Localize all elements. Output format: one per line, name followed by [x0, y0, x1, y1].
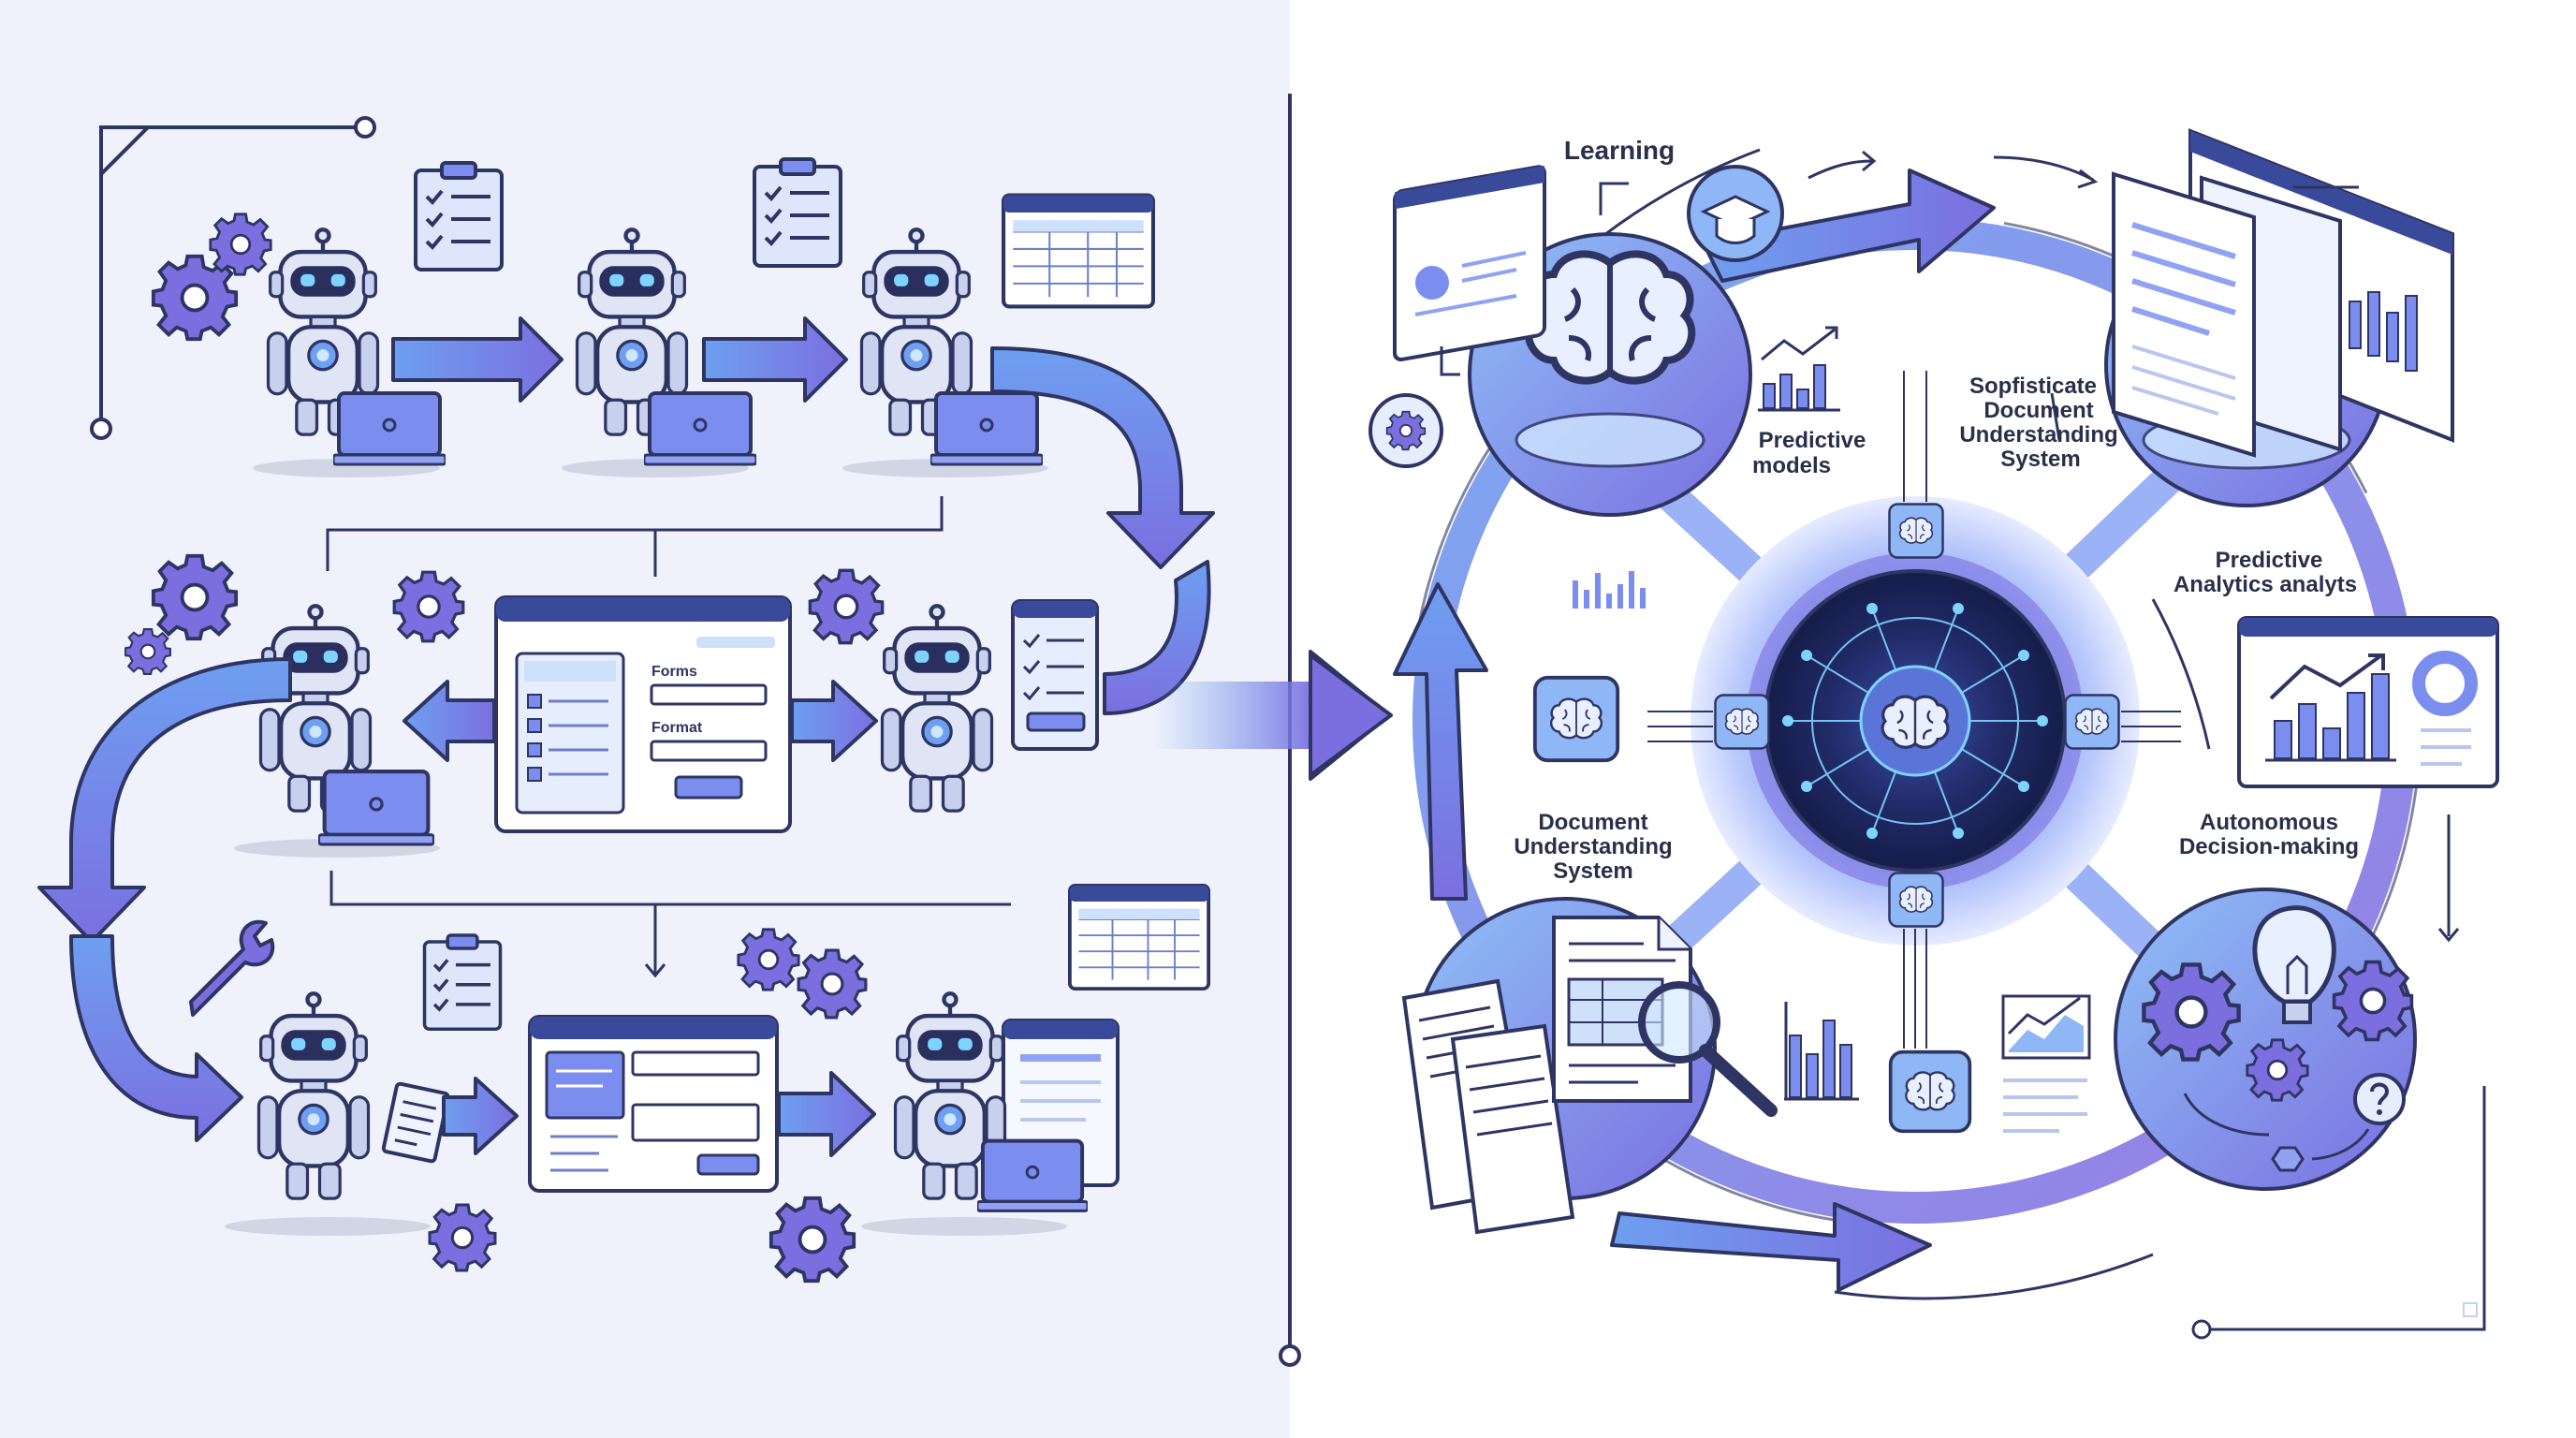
clipboard-icon [422, 933, 503, 1032]
gear-icon [151, 553, 239, 641]
magnifier-icon [1638, 981, 1720, 1064]
clipboard-icon [754, 159, 841, 266]
laptop-icon [333, 391, 446, 466]
row-3-robots [189, 884, 1211, 1284]
brain-chip-icon [2065, 695, 2118, 748]
gear-icon [1385, 410, 1427, 451]
decision-making-node [2114, 888, 2417, 1191]
wrench-icon [189, 919, 275, 1017]
label-sophisticated-dus: Understanding [1959, 422, 2117, 448]
right-panel: Learning Predictive models [1368, 128, 2499, 1340]
gear-icon [209, 213, 272, 276]
curve-arrow-tail [1103, 560, 1211, 715]
brain-icon [1529, 254, 1692, 380]
brain-chip-icon [1889, 873, 1942, 926]
forms-field [650, 683, 768, 706]
label-document-understanding: System [1553, 858, 1632, 884]
label-document-understanding: Understanding [1514, 834, 1672, 859]
label-autonomous-decision: Autonomous [2200, 810, 2338, 835]
divider-end-dot [1279, 1344, 1301, 1367]
arrow-right [391, 316, 564, 403]
gear-icon [2246, 1038, 2309, 1102]
forms-label: Forms [651, 664, 697, 680]
document-system-node [2050, 128, 2454, 507]
gear-icon [2332, 960, 2414, 1042]
growth-chart-icon [1758, 326, 1840, 412]
label-predictive-models: Predictive [1759, 428, 1866, 453]
gear-icon [768, 1196, 856, 1284]
corner-bracket [99, 125, 359, 421]
gear-icon [124, 628, 171, 675]
circuit-chip-icon [1715, 695, 1768, 748]
neural-network-lines [1788, 608, 2042, 834]
learning-node [1368, 165, 1784, 517]
label-predictive-models: models [1752, 453, 1831, 478]
brain-chip-icon [1891, 1052, 1970, 1132]
question-icon [2353, 1073, 2406, 1125]
laptop-icon [319, 771, 434, 844]
arrow-right [777, 1071, 876, 1157]
arrow-right [790, 680, 878, 762]
clipboard-icon [416, 163, 502, 270]
data-entry-window [528, 1015, 779, 1193]
brain-chip-icon [1889, 504, 1942, 557]
spreadsheet-icon [1003, 196, 1153, 307]
label-predictive-analytics: Predictive [2216, 548, 2323, 573]
curve-arrow-down [990, 346, 1215, 569]
label-learning: Learning [1564, 136, 1675, 165]
arrow-left [402, 680, 496, 762]
document-understanding-node [1401, 897, 1778, 1235]
format-field [650, 740, 768, 762]
brain-icon [1881, 695, 1950, 749]
arrow-right [442, 1077, 519, 1155]
mini-bars-chart [1573, 571, 1646, 609]
curve-arrow-right [69, 934, 243, 1142]
cycle-arrow-bottom [1610, 1202, 1932, 1292]
left-panel: Forms Format [37, 116, 1215, 1284]
label-sophisticated-dus: System [2000, 447, 2080, 472]
transition-arrow-body [1151, 682, 1320, 749]
trend-chart-icon [2001, 994, 2091, 1133]
row-2-robots: Forms Format [124, 553, 1099, 858]
gear-icon [2144, 964, 2238, 1059]
lightbulb-icon [2252, 905, 2336, 1005]
label-autonomous-decision: Decision-making [2179, 834, 2359, 859]
cycle-arrow-top [1702, 169, 1996, 283]
gear-icon [808, 568, 885, 645]
laptop-icon [930, 391, 1043, 466]
format-label: Format [651, 720, 703, 736]
curve-arrow-down [37, 657, 292, 944]
label-document-understanding: Document [1538, 810, 1647, 835]
gear-icon [428, 1203, 497, 1272]
mini-bar-chart [1784, 1002, 1859, 1101]
analytics-dashboard [2237, 616, 2499, 788]
submit-button [674, 775, 743, 800]
cycle-arrow-left [1393, 582, 1488, 901]
forms-window: Forms Format [494, 595, 792, 833]
gear-icon [797, 948, 868, 1020]
row-1-robots [253, 159, 1153, 477]
brain-card-icon [1535, 678, 1617, 760]
spreadsheet-icon [1067, 884, 1211, 990]
label-sophisticated-dus: Document [1983, 398, 2093, 423]
laptop-icon [644, 391, 756, 466]
gear-icon [392, 570, 465, 643]
gear-icon [737, 928, 800, 991]
label-sophisticated-dus: Sopfisticate [1969, 374, 2097, 399]
laptop-icon [977, 1138, 1088, 1213]
arrow-right [702, 316, 848, 403]
label-predictive-analytics: Analytics analyts [2174, 572, 2357, 597]
